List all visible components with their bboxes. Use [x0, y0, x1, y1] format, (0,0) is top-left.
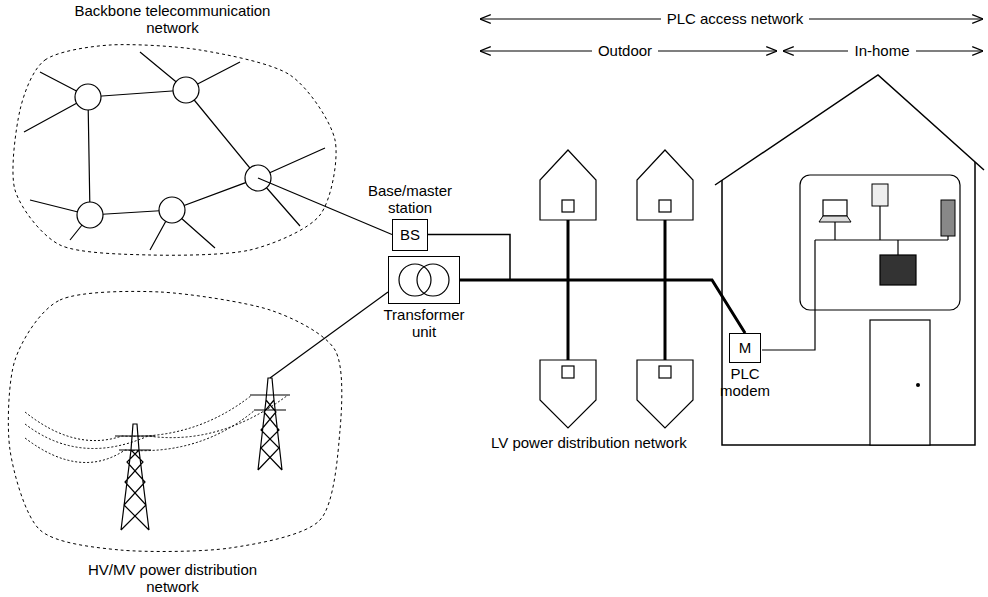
pylon-lattice: [115, 424, 155, 530]
cloud-outline: [13, 45, 336, 256]
node-box: BS: [392, 219, 428, 251]
transformer-coil: [417, 264, 449, 296]
server-icon: [941, 200, 955, 236]
door: [870, 320, 930, 445]
house-wall: [722, 162, 975, 445]
roof: [715, 75, 984, 185]
router-node: [77, 202, 103, 228]
power-lines: [25, 395, 288, 463]
router-node: [159, 197, 185, 223]
connector-line: [270, 292, 388, 378]
box-text: M: [739, 339, 752, 356]
door-knob: [916, 383, 920, 387]
pylon-lattice: [250, 378, 290, 470]
laptop-icon: [819, 216, 851, 222]
house: [637, 360, 693, 428]
house-meter: [659, 366, 671, 378]
power-grid-cloud: HV/MV power distribution network: [0, 282, 345, 597]
houses: [540, 150, 693, 428]
power-wire: [25, 395, 252, 441]
node-label: Base/master station: [360, 182, 460, 217]
connector-line: [428, 235, 745, 334]
backbone-cloud: Backbone telecommunication network: [0, 0, 345, 258]
box-text: BS: [400, 226, 420, 243]
router-node: [173, 77, 199, 103]
network-title: HV/MV power distribution network: [73, 561, 273, 596]
node-label: PLC modem: [713, 365, 777, 400]
house: [637, 150, 693, 220]
span-label: Outdoor: [592, 42, 658, 59]
network-links: [24, 52, 325, 250]
node-box: M: [729, 333, 761, 363]
room-panel: [800, 175, 960, 310]
transformer-unit: Transformer unit: [372, 256, 476, 343]
house-meter: [659, 200, 671, 212]
pylon: [250, 378, 290, 470]
house-meter: [562, 366, 574, 378]
network-title: Backbone telecommunication network: [58, 2, 288, 37]
cloud-outline: [8, 291, 341, 551]
monitor-icon: [880, 255, 916, 285]
span-label: In-home: [848, 42, 915, 59]
cloud-outline: [0, 0, 345, 258]
cloud-outline: [0, 282, 345, 597]
house: [540, 150, 596, 220]
house: [540, 360, 596, 428]
base-station: Base/master stationBS: [360, 180, 460, 251]
network-label: LV power distribution network: [485, 434, 693, 451]
house-meter: [562, 200, 574, 212]
phone-icon: [872, 184, 888, 206]
laptop-icon: [823, 200, 847, 216]
node-box: [388, 256, 460, 304]
connector-line: [460, 280, 745, 333]
router-node: [75, 84, 101, 110]
service-line: [567, 212, 570, 366]
plc-modem: M PLC modem: [713, 333, 777, 402]
power-wire: [25, 395, 288, 449]
transformer-symbol: [396, 260, 452, 300]
node-label: Transformer unit: [372, 306, 476, 341]
backbone-graph: [24, 52, 325, 250]
pylon: [115, 424, 155, 530]
transformer-coil: [399, 264, 431, 296]
span-label: PLC access network: [661, 10, 810, 27]
service-line: [664, 212, 667, 366]
